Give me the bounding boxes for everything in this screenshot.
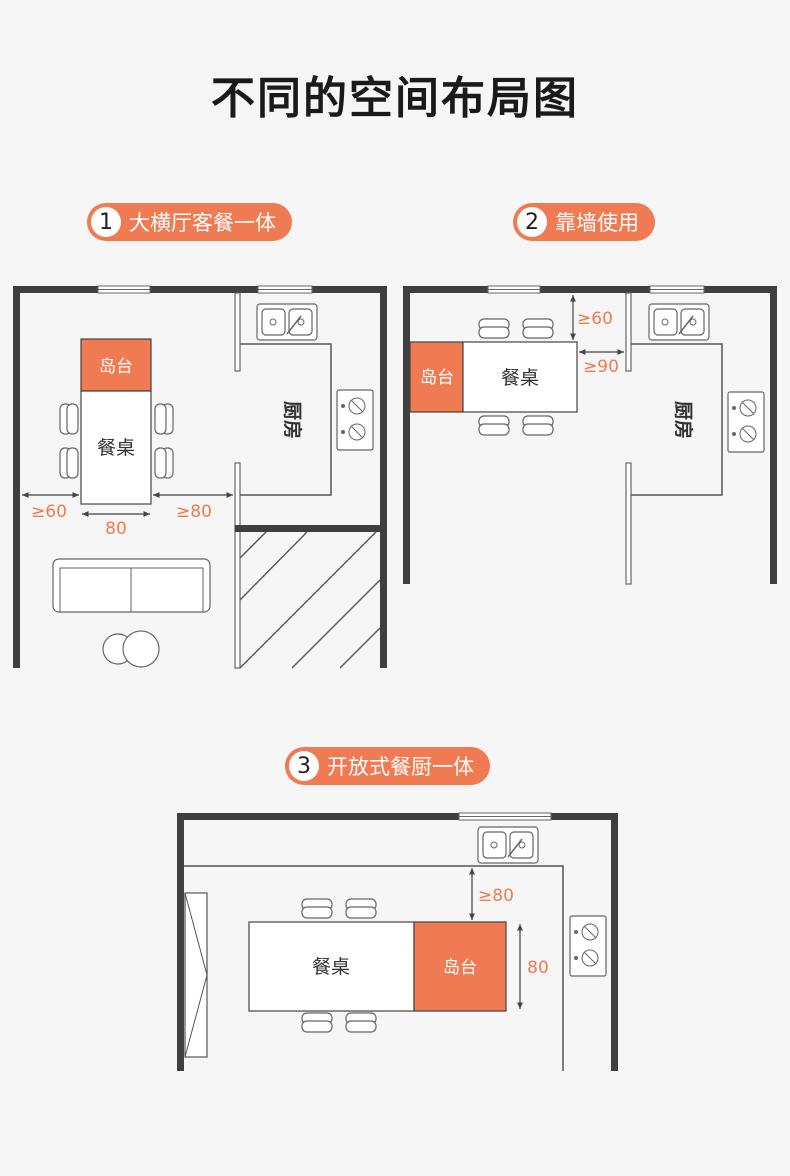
plan3-dim-top: ≥80 bbox=[478, 886, 514, 906]
section-3-label: 开放式餐厨一体 bbox=[327, 755, 474, 779]
plan3-table-label: 餐桌 bbox=[312, 956, 350, 978]
section-3-badge: 3 开放式餐厨一体 bbox=[285, 747, 490, 785]
plan1-dim-right: ≥80 bbox=[176, 502, 212, 522]
plan1-stove-icon bbox=[336, 389, 374, 451]
plan2-island-label: 岛台 bbox=[420, 368, 454, 388]
plan1-kitchen-counter bbox=[240, 343, 332, 496]
plan-1: 厨房 岛台 餐桌 ≥60 ≥80 80 bbox=[13, 285, 387, 669]
plan3-cabinet bbox=[184, 892, 208, 1058]
plan3-kitchen-counter bbox=[184, 865, 564, 1071]
section-2-badge: 2 靠墙使用 bbox=[513, 203, 655, 241]
plan2-sink-icon bbox=[648, 303, 710, 341]
plan2-top-wall bbox=[403, 286, 777, 293]
plan2-dim-top: ≥60 bbox=[577, 309, 613, 329]
section-3-number: 3 bbox=[289, 751, 319, 781]
plan2-right-wall bbox=[770, 286, 777, 584]
plan2-table bbox=[462, 341, 578, 413]
plan2-kitchen-label: 厨房 bbox=[672, 401, 695, 439]
plan2-kitchen-counter bbox=[631, 343, 723, 496]
plan3-sink-icon bbox=[477, 826, 539, 864]
plan1-table-label: 餐桌 bbox=[97, 437, 135, 459]
plan2-dim-right: ≥90 bbox=[583, 357, 619, 377]
plan1-separator-wall bbox=[235, 525, 387, 532]
plan1-right-wall bbox=[380, 286, 387, 668]
plan3-dim-depth: 80 bbox=[527, 958, 549, 978]
plan1-island bbox=[80, 338, 152, 392]
plan2-stove-icon bbox=[727, 391, 765, 453]
plan-3: 餐桌 岛台 ≥80 80 bbox=[177, 812, 618, 1071]
section-2-number: 2 bbox=[517, 207, 547, 237]
plan3-island bbox=[413, 921, 507, 1012]
plan2-left-wall bbox=[403, 286, 410, 584]
plan1-sofa bbox=[52, 558, 211, 613]
plan1-table bbox=[80, 390, 152, 505]
plan1-kitchen-label: 厨房 bbox=[281, 401, 304, 439]
plan3-right-wall bbox=[611, 813, 618, 1071]
plan1-hatched-area bbox=[239, 531, 381, 669]
plan1-island-label: 岛台 bbox=[99, 357, 133, 377]
plan1-top-wall bbox=[13, 286, 387, 293]
page-title: 不同的空间布局图 bbox=[211, 73, 579, 124]
plan1-sink-icon bbox=[256, 303, 318, 341]
plan1-dim-left: ≥60 bbox=[31, 502, 67, 522]
section-1-number: 1 bbox=[91, 207, 121, 237]
plan3-stove-icon bbox=[569, 915, 607, 977]
plan3-top-wall bbox=[177, 813, 618, 820]
plan-2: 厨房 岛台 餐桌 ≥60 ≥90 bbox=[403, 285, 777, 585]
section-1-badge: 1 大横厅客餐一体 bbox=[87, 203, 292, 241]
plan2-table-label: 餐桌 bbox=[501, 367, 539, 389]
section-2-label: 靠墙使用 bbox=[555, 211, 639, 235]
plan3-island-label: 岛台 bbox=[443, 958, 477, 978]
section-1-label: 大横厅客餐一体 bbox=[129, 211, 276, 235]
plan1-left-wall bbox=[13, 286, 20, 668]
plan1-dim-width: 80 bbox=[105, 519, 127, 539]
plan1-side-table bbox=[122, 630, 160, 668]
plan2-island bbox=[409, 341, 464, 413]
plan3-left-wall bbox=[177, 813, 184, 1071]
